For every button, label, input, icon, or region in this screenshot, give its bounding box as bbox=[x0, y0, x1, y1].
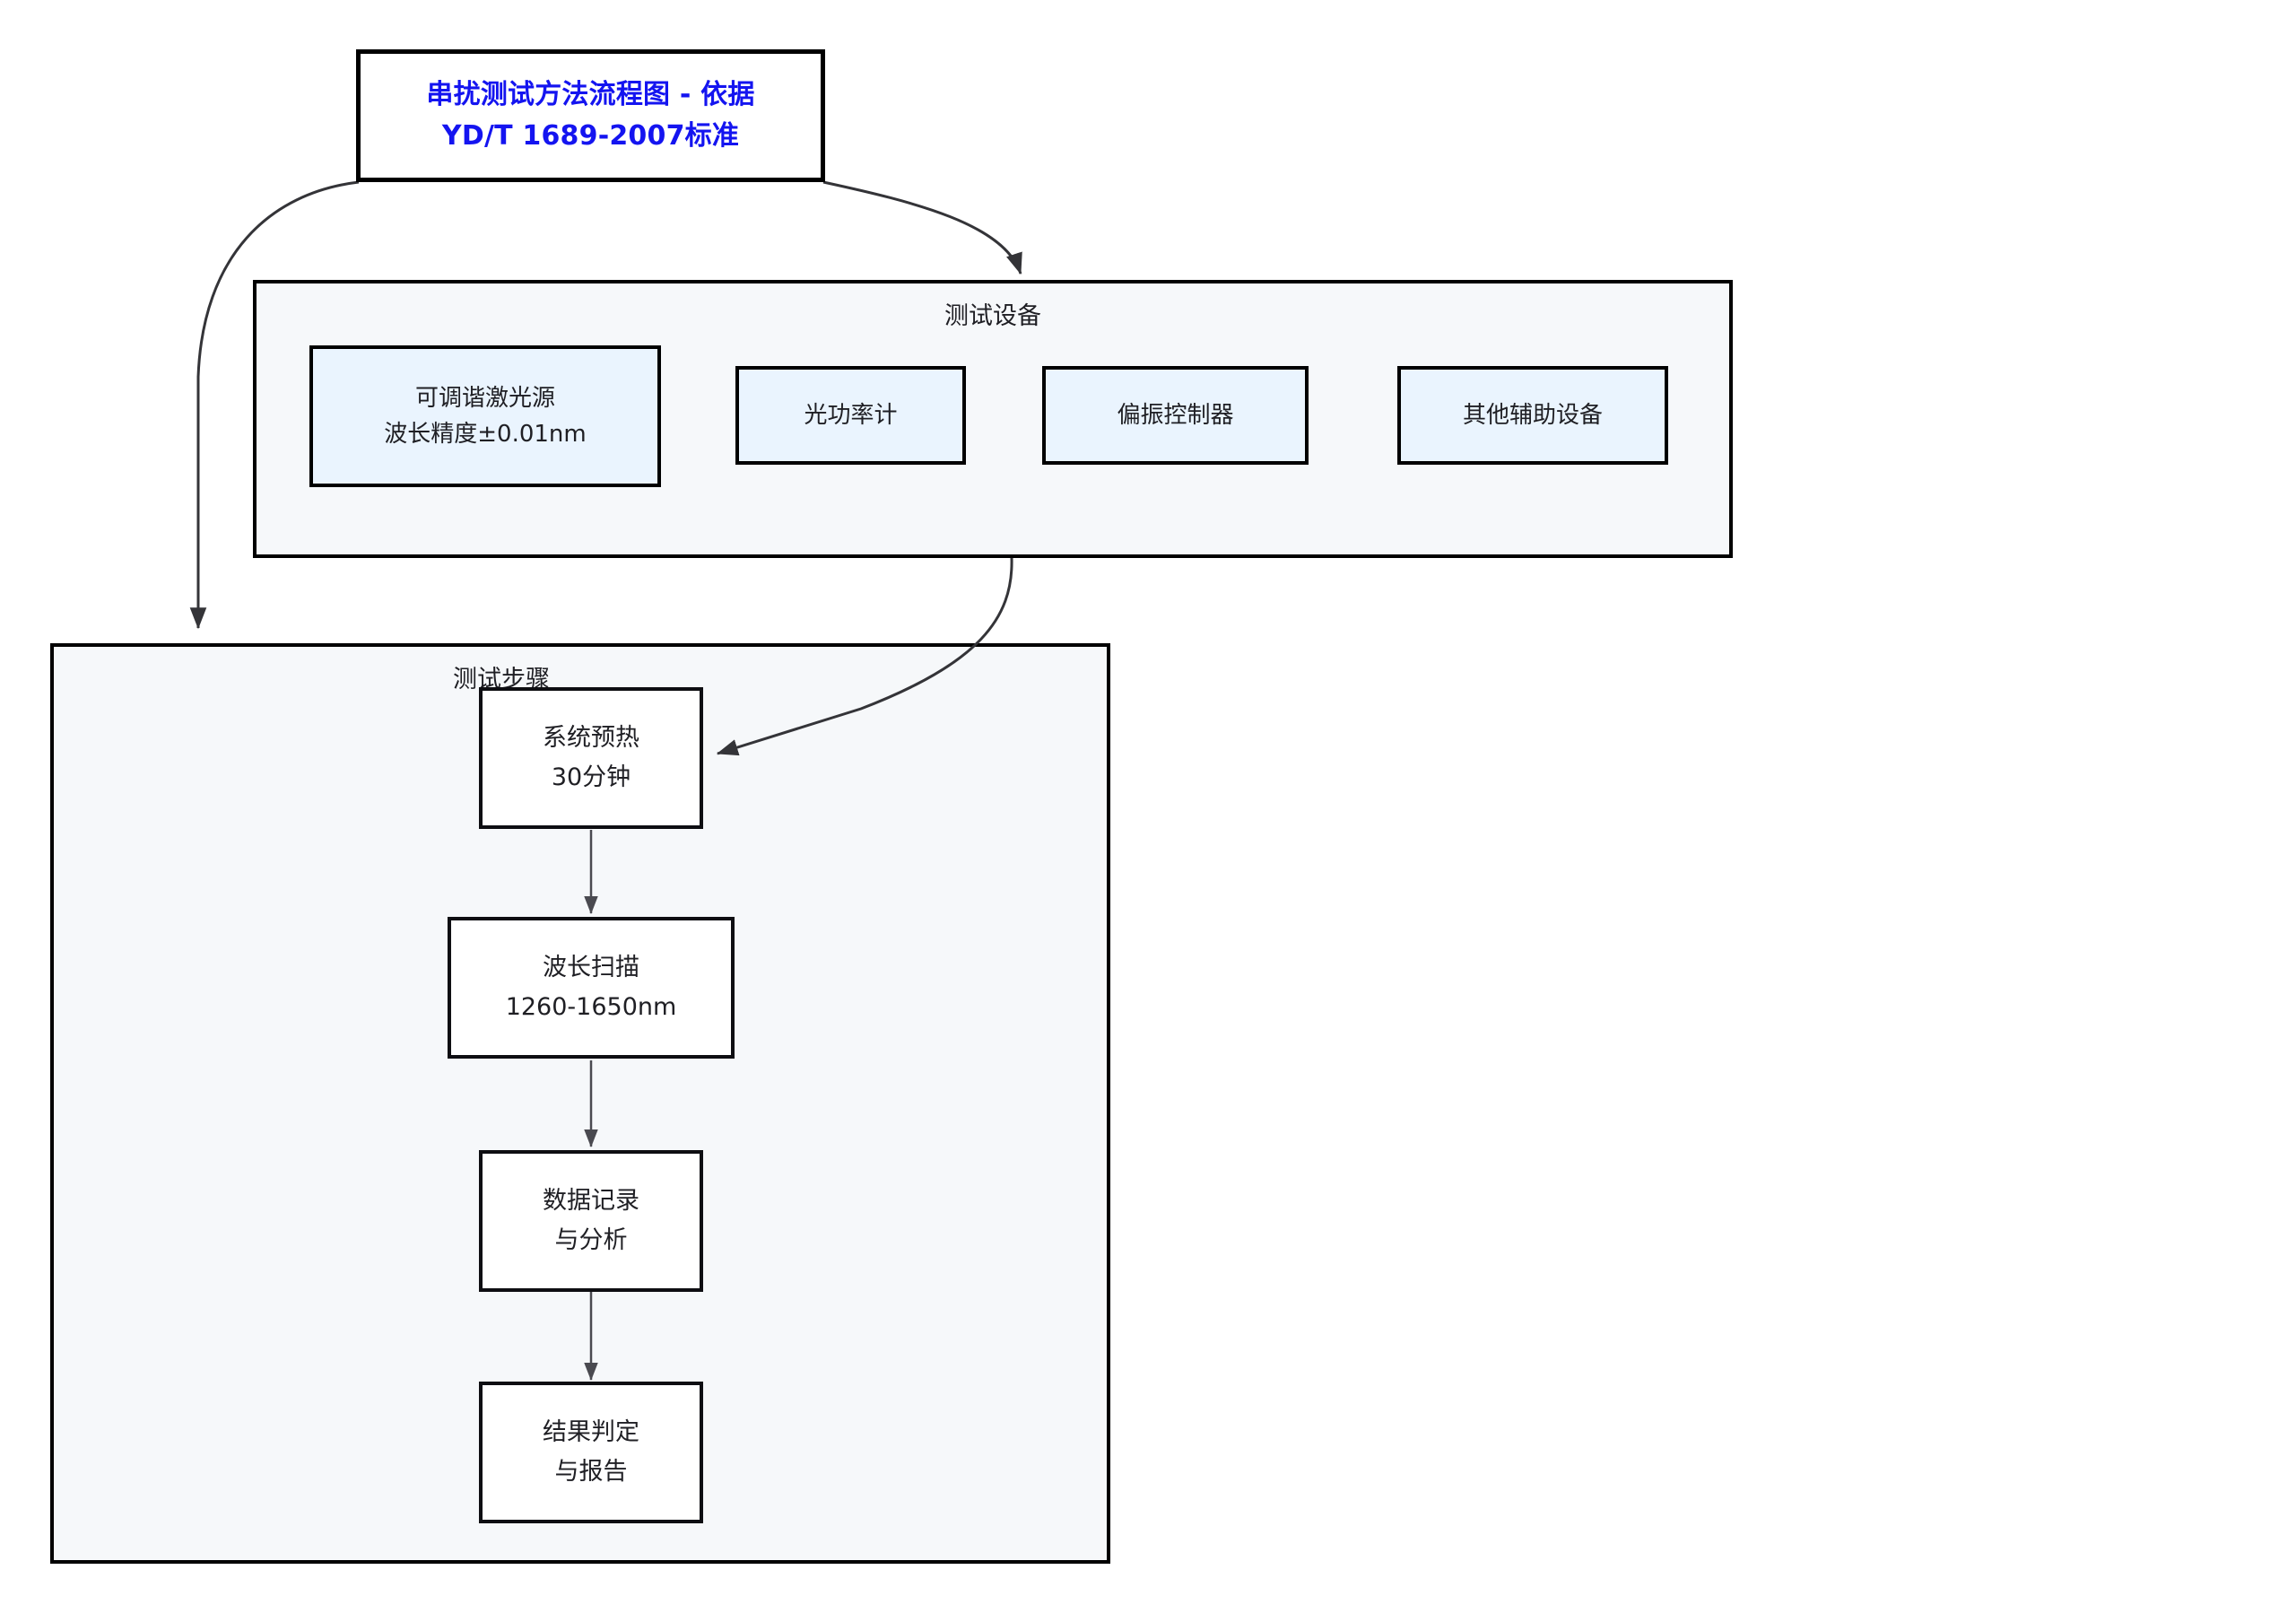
equipment-node-optical-power-meter-label: 光功率计 bbox=[804, 402, 898, 429]
step-node-wavelength-scan-line-2: 1260-1650nm bbox=[505, 993, 677, 1021]
edge-title-to-equipment bbox=[822, 180, 1022, 275]
step-node-result-judgment-report[interactable]: 结果判定 与报告 bbox=[479, 1382, 703, 1523]
step-node-data-record-analysis-line-2: 与分析 bbox=[554, 1226, 628, 1254]
equipment-node-polarization-controller[interactable]: 偏振控制器 bbox=[1042, 366, 1309, 465]
step-node-result-judgment-report-line-2: 与报告 bbox=[554, 1458, 628, 1486]
group-equipment-label: 测试设备 bbox=[944, 302, 1041, 330]
step-node-data-record-analysis[interactable]: 数据记录 与分析 bbox=[479, 1150, 703, 1292]
diagram-title-line-2: YD/T 1689-2007标准 bbox=[441, 120, 740, 152]
step-node-system-warmup[interactable]: 系统预热 30分钟 bbox=[479, 687, 703, 829]
equipment-node-tunable-laser[interactable]: 可调谐激光源 波长精度±0.01nm bbox=[309, 345, 661, 487]
equipment-node-tunable-laser-line-2: 波长精度±0.01nm bbox=[384, 421, 587, 448]
equipment-node-other-auxiliary[interactable]: 其他辅助设备 bbox=[1397, 366, 1668, 465]
step-node-result-judgment-report-line-1: 结果判定 bbox=[543, 1418, 639, 1446]
step-node-system-warmup-line-2: 30分钟 bbox=[551, 763, 631, 791]
equipment-node-other-auxiliary-label: 其他辅助设备 bbox=[1462, 402, 1603, 429]
equipment-node-tunable-laser-line-1: 可调谐激光源 bbox=[414, 385, 555, 412]
step-node-wavelength-scan[interactable]: 波长扫描 1260-1650nm bbox=[448, 917, 735, 1059]
equipment-node-polarization-controller-label: 偏振控制器 bbox=[1117, 402, 1234, 429]
step-node-wavelength-scan-line-1: 波长扫描 bbox=[543, 954, 639, 981]
diagram-title-box: 串扰测试方法流程图 - 依据 YD/T 1689-2007标准 bbox=[356, 49, 825, 182]
diagram-title-line-1: 串扰测试方法流程图 - 依据 bbox=[426, 79, 755, 110]
step-node-system-warmup-line-1: 系统预热 bbox=[543, 724, 639, 752]
step-node-data-record-analysis-line-1: 数据记录 bbox=[543, 1187, 639, 1215]
equipment-node-optical-power-meter[interactable]: 光功率计 bbox=[735, 366, 966, 465]
